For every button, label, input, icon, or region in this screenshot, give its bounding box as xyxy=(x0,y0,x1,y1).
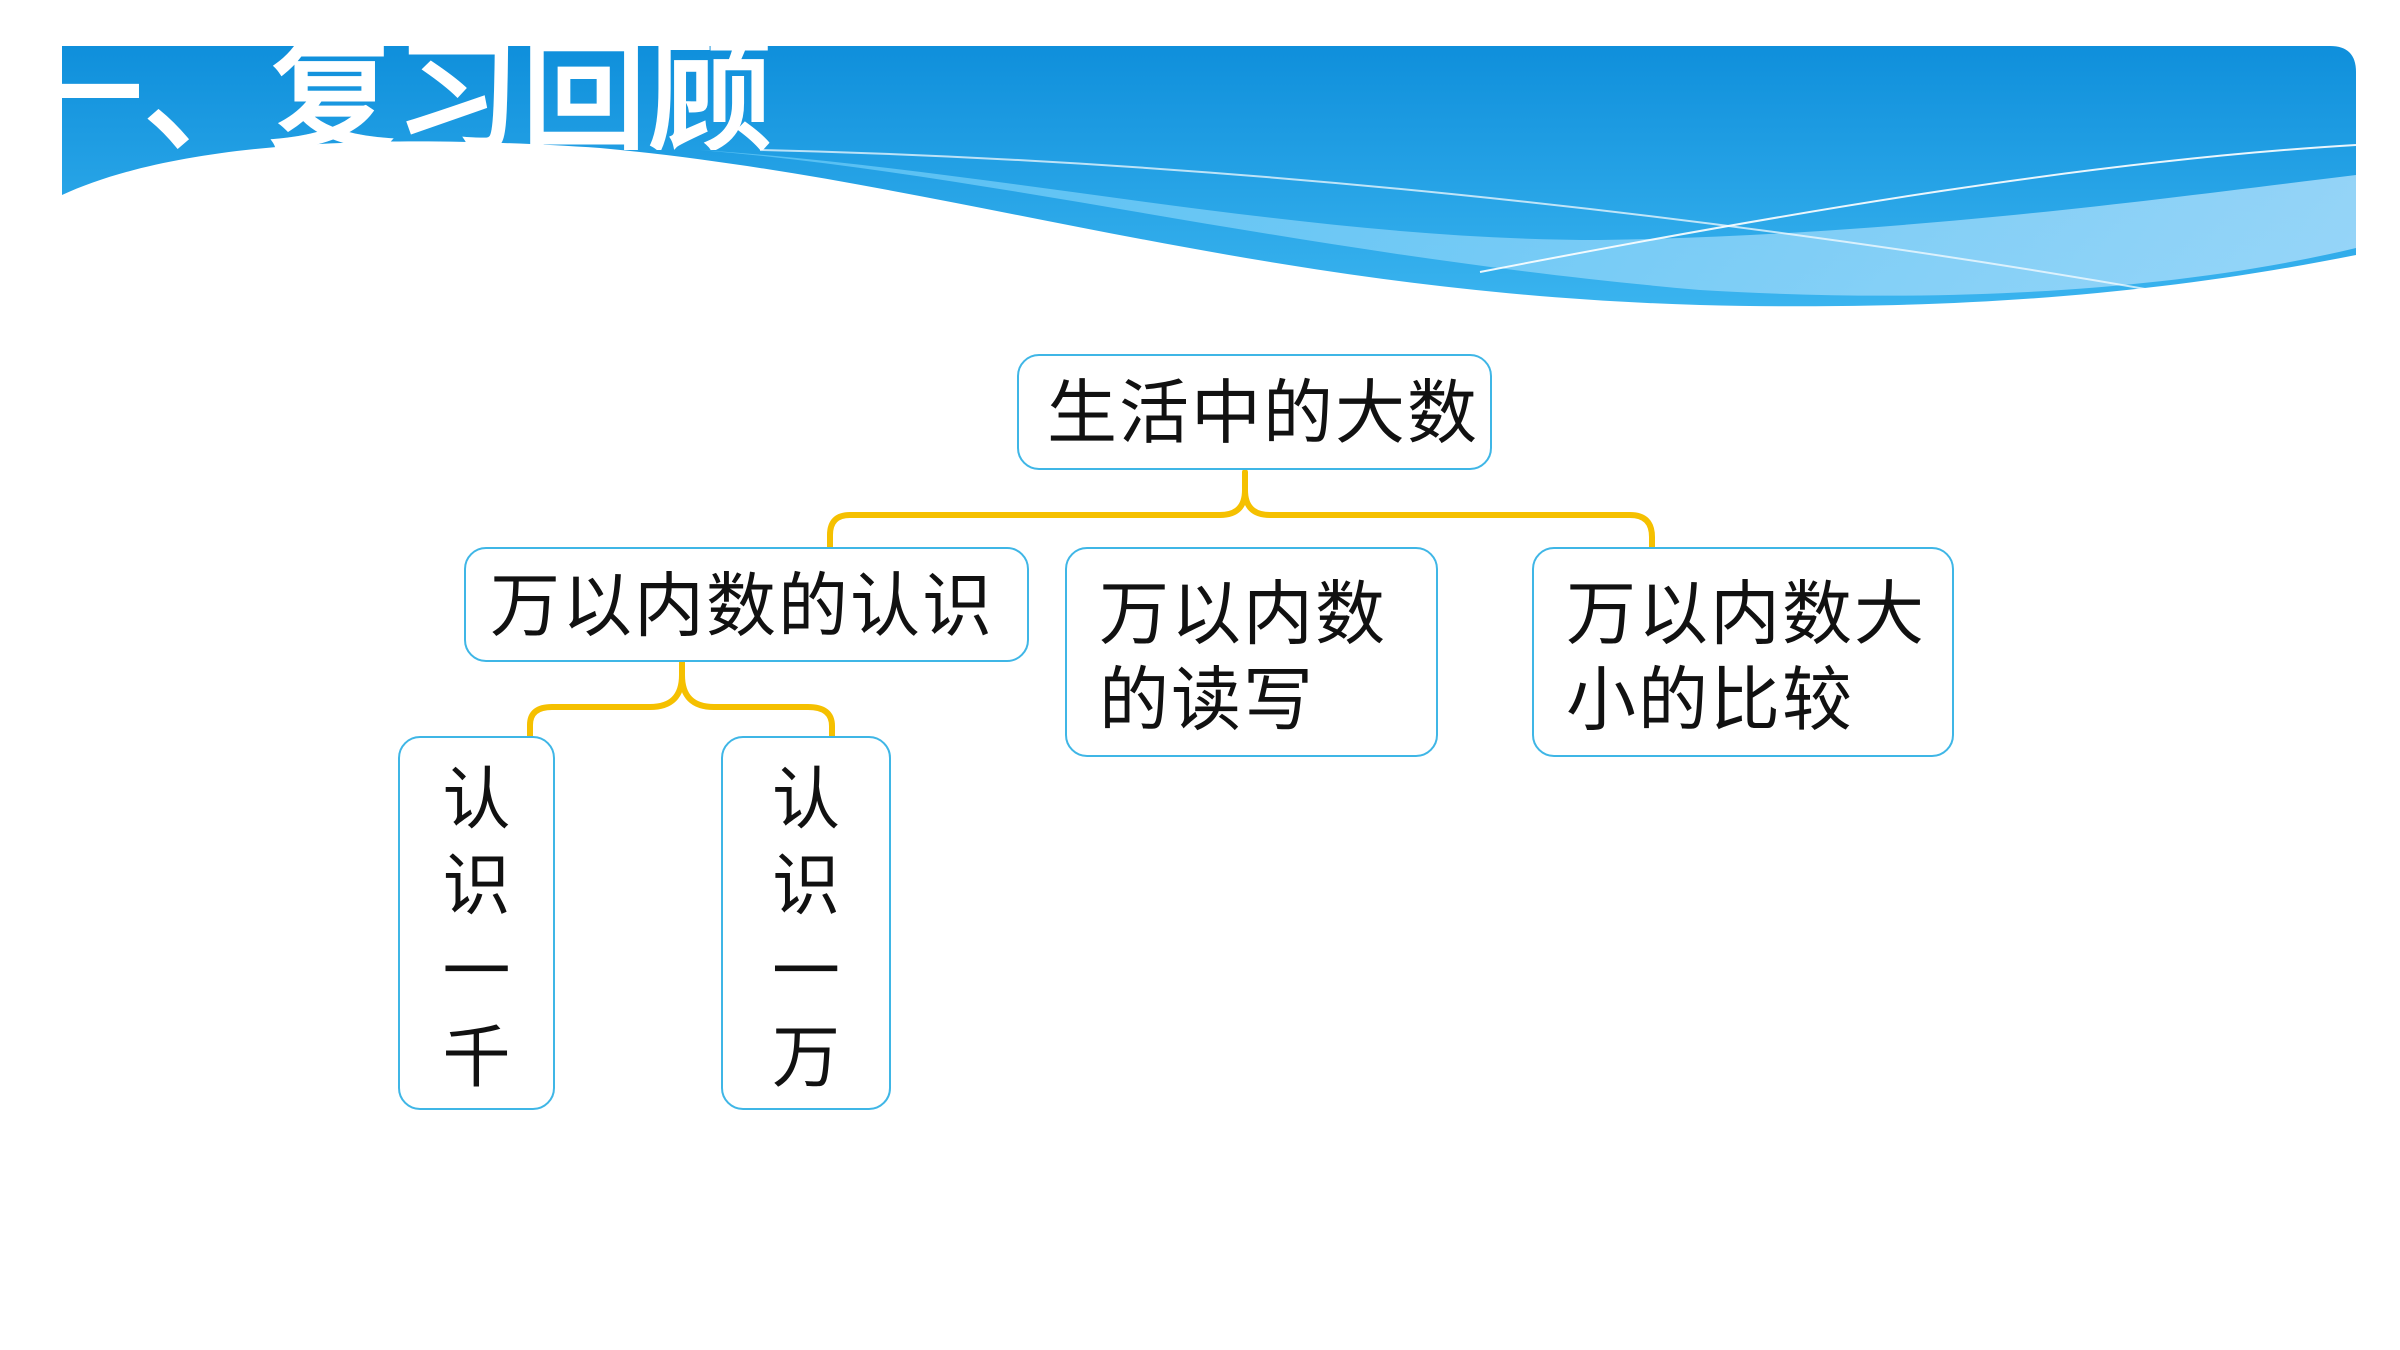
header-banner xyxy=(62,46,2357,307)
node-compare: 万以内数大 小的比较 xyxy=(1532,547,1954,757)
node-know-thousand: 认 识 一 千 xyxy=(398,736,555,1110)
vertical-char: 千 xyxy=(442,1019,511,1098)
node-know-ten-thousand-label: 认 识 一 万 xyxy=(723,758,889,1102)
vertical-char: 一 xyxy=(771,933,840,1012)
root-brace xyxy=(827,469,1655,547)
vertical-char: 识 xyxy=(442,847,511,926)
vertical-char: 识 xyxy=(771,847,840,926)
node-know-ten-thousand: 认 识 一 万 xyxy=(721,736,891,1110)
vertical-char: 万 xyxy=(771,1019,840,1098)
node-read-write-line-2: 的读写 xyxy=(1099,659,1315,741)
node-compare-line-1: 万以内数大 xyxy=(1566,573,1926,655)
node-root-label: 生活中的大数 xyxy=(1047,372,1479,454)
node-recognition-label: 万以内数的认识 xyxy=(490,565,994,647)
node-recognition: 万以内数的认识 xyxy=(464,547,1029,662)
node-read-write: 万以内数 的读写 xyxy=(1065,547,1438,757)
vertical-char: 一 xyxy=(442,933,511,1012)
vertical-char: 认 xyxy=(442,761,511,840)
node-compare-line-2: 小的比较 xyxy=(1566,659,1854,741)
child-brace xyxy=(527,659,835,736)
vertical-char: 认 xyxy=(771,761,840,840)
node-know-thousand-label: 认 识 一 千 xyxy=(400,758,553,1102)
page-title: 一、复习回顾 xyxy=(18,25,775,150)
node-read-write-line-1: 万以内数 xyxy=(1099,573,1387,655)
node-root: 生活中的大数 xyxy=(1017,354,1492,470)
